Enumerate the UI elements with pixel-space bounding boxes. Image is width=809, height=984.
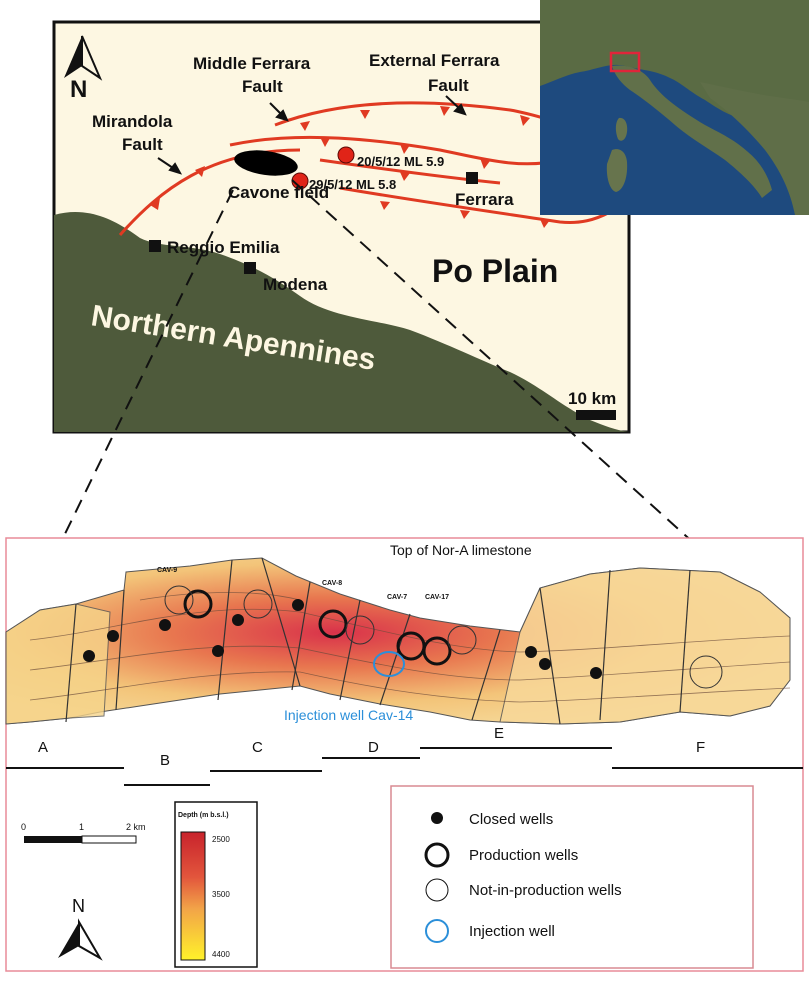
contour-lines xyxy=(29,592,791,703)
well-label-cav17: CAV-17 xyxy=(425,594,449,601)
po-plain-label: Po Plain xyxy=(432,253,558,289)
section-divider-lines xyxy=(6,747,803,786)
legend-production-wells: Production wells xyxy=(469,847,578,864)
fault-pointer-arrows xyxy=(157,95,467,175)
structural-map: CAV-9 CAV-8 CAV-7 CAV-17 Top of Nor-A li… xyxy=(5,537,804,972)
filled-dot-icon xyxy=(431,812,443,824)
wells-legend-box xyxy=(390,785,754,969)
top-scale-label: 10 km xyxy=(568,389,616,408)
section-label-b: B xyxy=(160,752,170,769)
scale-tick-1: 1 xyxy=(79,822,84,832)
middle-ferrara-fault-label-1: Middle Ferrara xyxy=(193,54,311,73)
depth-tick-3500: 3500 xyxy=(212,890,230,899)
injection-well-label: Injection well Cav-14 xyxy=(284,707,413,723)
not-in-production-wells xyxy=(164,585,723,689)
west-block xyxy=(5,603,111,725)
injection-well-marker xyxy=(373,651,405,677)
bottom-north-label: N xyxy=(72,896,85,916)
east-block xyxy=(499,567,791,725)
legend-not-in-production-wells: Not-in-production wells xyxy=(469,882,622,899)
distance-scale-bar xyxy=(24,835,137,844)
ferrara-label: Ferrara xyxy=(455,190,514,209)
section-label-d: D xyxy=(368,739,379,756)
reggio-emilia-marker xyxy=(149,240,161,252)
modena-label: Modena xyxy=(263,275,328,294)
scale-tick-0: 0 xyxy=(21,822,26,832)
north-label: N xyxy=(70,76,87,103)
italy-inset-map xyxy=(540,0,809,215)
mirandola-fault-label-2: Fault xyxy=(122,135,163,154)
section-label-e: E xyxy=(494,725,504,742)
corsica-land xyxy=(615,117,628,141)
external-ferrara-fault-label-1: External Ferrara xyxy=(369,51,500,70)
fault-traces xyxy=(65,557,691,725)
apennines-area xyxy=(54,212,629,432)
section-label-f: F xyxy=(696,739,705,756)
bottom-north-arrow-icon xyxy=(58,918,103,961)
thick-circle-icon xyxy=(424,842,450,868)
depth-color-ramp xyxy=(180,831,206,961)
mirandola-fault-label-1: Mirandola xyxy=(92,112,173,131)
well-label-cav7: CAV-7 xyxy=(387,594,407,601)
inner-fault-line xyxy=(229,135,561,166)
earthquake-2905-label: 29/5/12 ML 5.8 xyxy=(309,177,396,192)
blue-circle-icon xyxy=(425,919,449,943)
cavone-field-marker xyxy=(234,150,298,176)
ferrara-marker xyxy=(466,172,478,184)
legend-injection-well: Injection well xyxy=(469,923,555,940)
balkans-land xyxy=(700,82,809,215)
thin-circle-icon xyxy=(425,878,449,902)
reggio-emilia-label: Reggio Emilia xyxy=(167,238,280,257)
depth-tick-4400: 4400 xyxy=(212,950,230,959)
well-label-cav9: CAV-9 xyxy=(157,567,177,574)
middle-ferrara-fault-label-2: Fault xyxy=(242,77,283,96)
earthquake-2005-marker xyxy=(337,146,355,164)
modena-marker xyxy=(244,262,256,274)
study-area-highlight xyxy=(609,51,641,73)
external-ferrara-fault-line-2 xyxy=(319,158,501,185)
top-scale-bar xyxy=(576,410,616,420)
north-arrow-icon xyxy=(64,35,103,81)
italy-land xyxy=(612,65,772,198)
cavone-field-label: Cavone field xyxy=(228,183,329,202)
scale-tick-2: 2 km xyxy=(126,822,146,832)
depth-tick-2500: 2500 xyxy=(212,835,230,844)
structural-map-title: Top of Nor-A limestone xyxy=(390,542,532,558)
well-label-cav8: CAV-8 xyxy=(322,580,342,587)
external-ferrara-fault-label-2: Fault xyxy=(428,76,469,95)
depth-legend-title: Depth (m b.s.l.) xyxy=(178,812,229,819)
regional-map: N Mirandola Fault Middle Ferrara Fault E… xyxy=(52,20,631,434)
section-label-a: A xyxy=(38,739,48,756)
sardinia-land xyxy=(606,149,628,192)
external-ferrara-fault-line xyxy=(339,186,611,224)
legend-closed-wells: Closed wells xyxy=(469,811,553,828)
earthquake-2005-label: 20/5/12 ML 5.9 xyxy=(357,154,444,169)
closed-wells xyxy=(83,599,602,679)
production-wells xyxy=(183,589,452,666)
section-label-c: C xyxy=(252,739,263,756)
